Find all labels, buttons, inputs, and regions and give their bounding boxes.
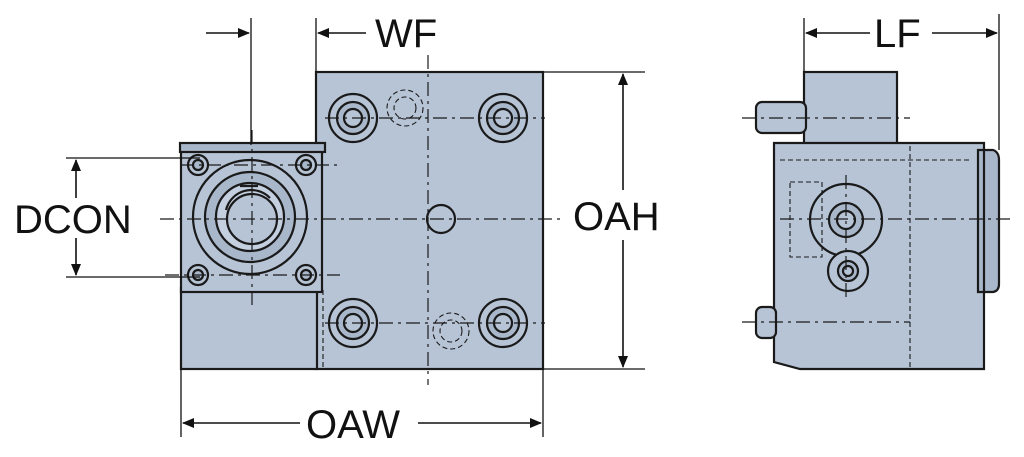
side-view-hidden-cavity xyxy=(789,181,823,258)
mounting-hole-bottom-right xyxy=(477,297,529,349)
flange-screw-bottom-right xyxy=(294,263,318,287)
oah-label: OAH xyxy=(573,195,660,239)
wf-label: WF xyxy=(375,12,437,56)
dimension-lf: LF xyxy=(803,12,1000,150)
side-view-body xyxy=(772,141,986,371)
dimension-dcon: DCON xyxy=(14,157,200,278)
dimension-wf: WF xyxy=(206,12,437,145)
dimension-oah: OAH xyxy=(543,71,660,370)
coupling-bore-shadow xyxy=(224,188,271,211)
oaw-label: OAW xyxy=(306,403,400,447)
hidden-dowel-top xyxy=(386,89,424,127)
side-view-end-flange xyxy=(976,148,1001,294)
dcon-label: DCON xyxy=(14,198,132,242)
dimension-oaw: OAW xyxy=(180,369,544,447)
hidden-dowel-bottom xyxy=(432,312,470,350)
side-view-top-block xyxy=(802,70,899,148)
front-view xyxy=(160,55,560,385)
side-view xyxy=(742,70,1010,371)
mounting-hole-top-right xyxy=(477,92,529,144)
side-view-port-small-bore xyxy=(841,264,855,278)
lf-label: LF xyxy=(874,12,921,56)
front-view-lower-extension xyxy=(179,286,319,371)
